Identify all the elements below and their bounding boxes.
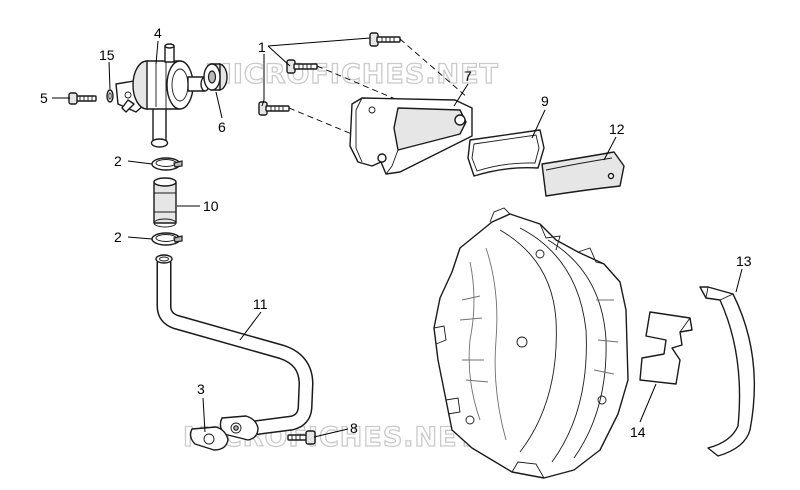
part-5-screw bbox=[68, 92, 97, 105]
label-part-12: 12 bbox=[609, 121, 625, 137]
part-8-screw bbox=[287, 430, 316, 445]
part-3-gasket bbox=[189, 426, 229, 451]
label-part-1: 1 bbox=[258, 39, 266, 55]
part-13-seal bbox=[699, 286, 756, 457]
part-1-screw-a bbox=[369, 32, 401, 47]
label-part-11: 11 bbox=[253, 296, 268, 312]
assembly-line-c bbox=[288, 107, 377, 145]
label-part-14: 14 bbox=[630, 424, 646, 440]
part-10-sleeve bbox=[153, 177, 177, 228]
part-2-clamp-lower bbox=[151, 232, 183, 246]
label-part-9: 9 bbox=[541, 93, 549, 109]
label-part-2-upper: 2 bbox=[114, 153, 122, 169]
label-part-8: 8 bbox=[350, 420, 358, 436]
part-4-valve bbox=[115, 43, 210, 148]
part-11-pipe bbox=[155, 254, 314, 441]
label-part-7: 7 bbox=[464, 68, 472, 84]
label-part-10: 10 bbox=[203, 198, 219, 214]
label-part-15: 15 bbox=[99, 47, 115, 63]
watermark-top: MICROFICHES.NET bbox=[205, 59, 499, 90]
label-part-4: 4 bbox=[154, 25, 162, 41]
label-part-2-lower: 2 bbox=[114, 229, 122, 245]
assembly-line-a bbox=[399, 38, 469, 99]
label-part-13: 13 bbox=[736, 253, 752, 269]
part-1-screw-b bbox=[286, 59, 318, 74]
part-1-screw-c bbox=[258, 101, 290, 116]
label-part-5: 5 bbox=[40, 90, 48, 106]
part-7-bracket bbox=[349, 97, 473, 175]
part-15-washer bbox=[106, 89, 114, 103]
part-14-foam bbox=[639, 311, 693, 385]
fan-housing bbox=[433, 207, 629, 479]
part-2-clamp-upper bbox=[151, 157, 183, 171]
label-part-3: 3 bbox=[197, 381, 205, 397]
part-12-pad bbox=[541, 151, 625, 197]
label-part-6: 6 bbox=[218, 119, 226, 135]
part-9-pad bbox=[467, 129, 545, 177]
part-6-grommet bbox=[203, 63, 228, 91]
leader-lines bbox=[52, 37, 743, 438]
